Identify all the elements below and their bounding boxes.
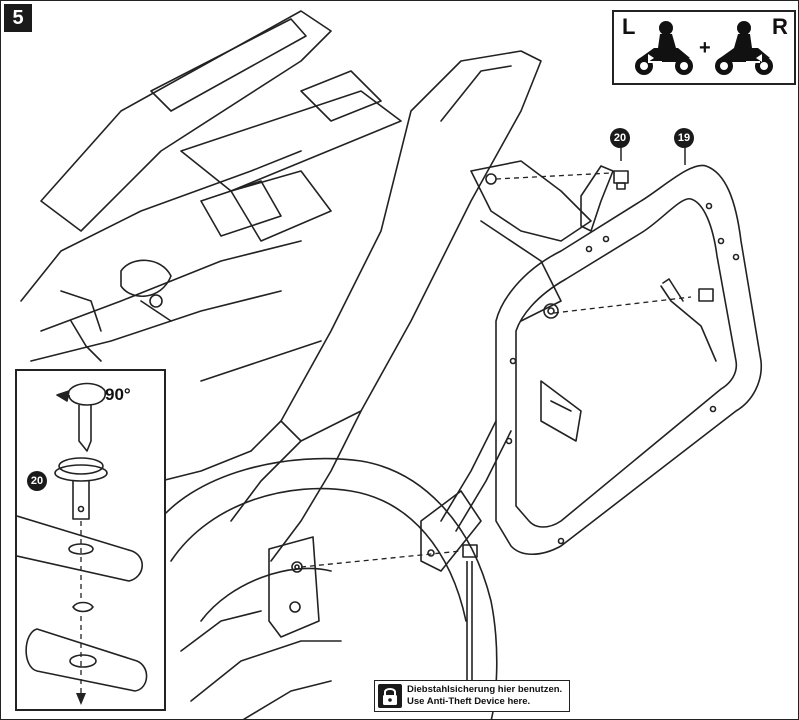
- callout-pointer: [620, 147, 622, 161]
- rotation-angle-label: 90°: [105, 385, 131, 404]
- anti-theft-note: Diebstahlsicherung hier benutzen. Use An…: [374, 680, 570, 712]
- left-side-label: L: [622, 14, 636, 39]
- callout-bolt-20-inset: 20: [27, 471, 47, 491]
- anti-theft-note-en: Use Anti-Theft Device here.: [407, 696, 531, 707]
- bolt-detail-drawing: [17, 382, 148, 705]
- motorcycle-rider-icon: [635, 21, 693, 75]
- callout-carrier-19: 19: [674, 128, 694, 148]
- anti-theft-note-de: Diebstahlsicherung hier benutzen.: [407, 684, 563, 695]
- lock-icon: [378, 684, 402, 708]
- right-side-label: R: [772, 14, 788, 39]
- callout-pointer: [684, 147, 686, 165]
- detail-inset-anti-theft-bolt: 90° 20: [15, 369, 166, 711]
- plus-sign: +: [699, 37, 711, 59]
- left-right-side-indicator: L R +: [612, 10, 796, 85]
- motorcycle-rider-icon: [715, 21, 773, 75]
- step-number-badge: 5: [4, 4, 32, 32]
- callout-bolt-20: 20: [610, 128, 630, 148]
